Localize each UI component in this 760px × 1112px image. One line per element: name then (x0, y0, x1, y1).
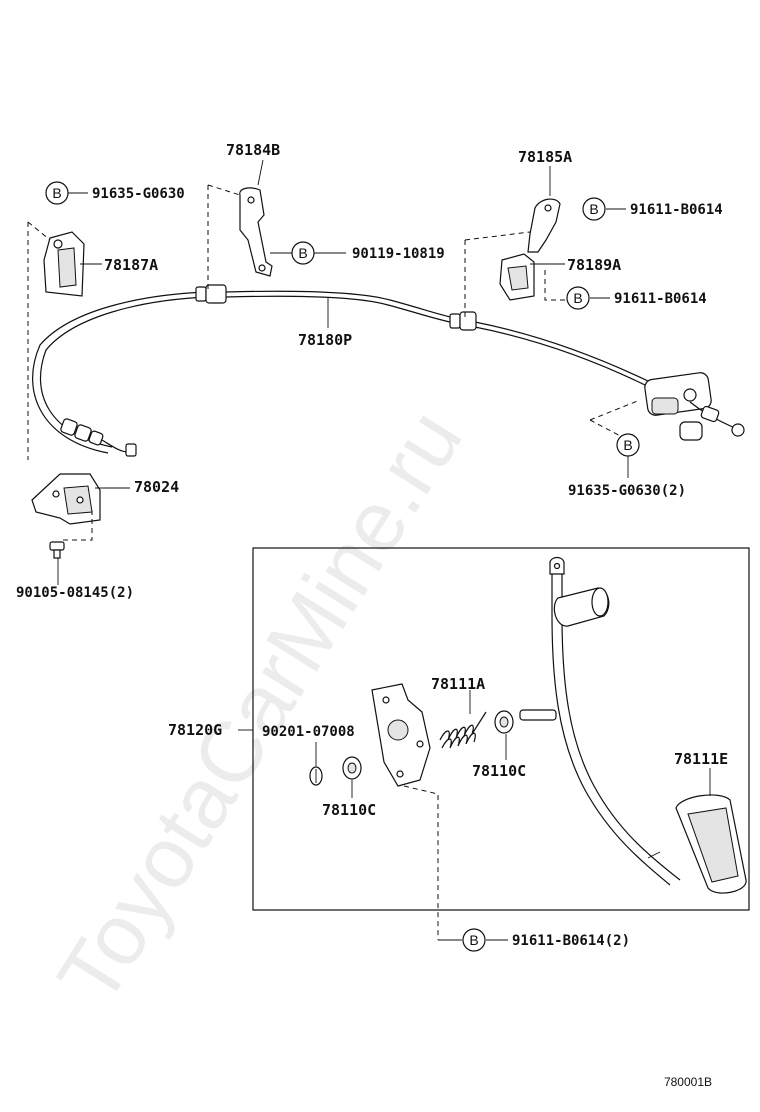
label-78184B: 78184B (226, 141, 280, 159)
bracket-78187A (43, 231, 85, 297)
bracket-78189A (499, 253, 535, 301)
label-91635-G0630: 91635-G0630 (92, 186, 185, 202)
svg-text:B: B (623, 437, 632, 453)
leader-lines-lower (238, 690, 711, 941)
bracket-78024 (31, 473, 101, 525)
label-91611-B0614-a: 91611-B0614 (630, 202, 723, 218)
label-91611-B0614-2: 91611-B0614(2) (512, 933, 630, 949)
bracket-78185A (527, 198, 561, 253)
label-78024: 78024 (134, 478, 179, 496)
pedal-bracket-78120G (371, 683, 431, 787)
svg-text:B: B (589, 201, 598, 217)
label-90119-10819: 90119-10819 (352, 246, 445, 262)
bolt-marker-2: B (582, 197, 606, 221)
label-78189A: 78189A (567, 256, 621, 274)
return-spring-78111A (439, 711, 487, 749)
label-91635-G0630-2: 91635-G0630(2) (568, 483, 686, 499)
leader-lines-upper (57, 159, 629, 585)
diagram-id: 780001B (664, 1075, 712, 1089)
svg-text:B: B (573, 290, 582, 306)
svg-text:B: B (469, 932, 478, 948)
label-78120G: 78120G (168, 721, 222, 739)
label-78187A: 78187A (104, 256, 158, 274)
bolt-90105-08145 (49, 541, 65, 559)
clip-90201-07008 (309, 766, 323, 786)
bracket-78184B (239, 187, 273, 277)
label-90201-07008: 90201-07008 (262, 724, 355, 740)
bolt-marker-5: B (616, 433, 640, 457)
label-78110C-right: 78110C (472, 762, 526, 780)
bolt-marker-3: B (291, 241, 315, 265)
pedal-pad-78111E (675, 794, 747, 894)
label-78110C-left: 78110C (322, 801, 376, 819)
accelerator-pedal-lever (519, 556, 681, 886)
bolt-marker-4: B (566, 286, 590, 310)
label-78180P: 78180P (298, 331, 352, 349)
label-78185A: 78185A (518, 148, 572, 166)
svg-text:B: B (298, 245, 307, 261)
accelerator-cable (32, 284, 745, 457)
label-91611-B0614-b: 91611-B0614 (614, 291, 707, 307)
bolt-marker-6: B (462, 928, 486, 952)
dashed-ref-line-lower (403, 785, 439, 940)
bolt-marker-1: B (45, 181, 69, 205)
pedal-assembly-box (252, 547, 750, 911)
bushing-78110C-left (342, 756, 362, 780)
bushing-78110C-right (494, 710, 514, 734)
label-90105-08145-2: 90105-08145(2) (16, 585, 134, 601)
label-78111E: 78111E (674, 750, 728, 768)
dashed-ref-lines-upper (27, 184, 641, 541)
label-78111A: 78111A (431, 675, 485, 693)
svg-text:B: B (52, 185, 61, 201)
